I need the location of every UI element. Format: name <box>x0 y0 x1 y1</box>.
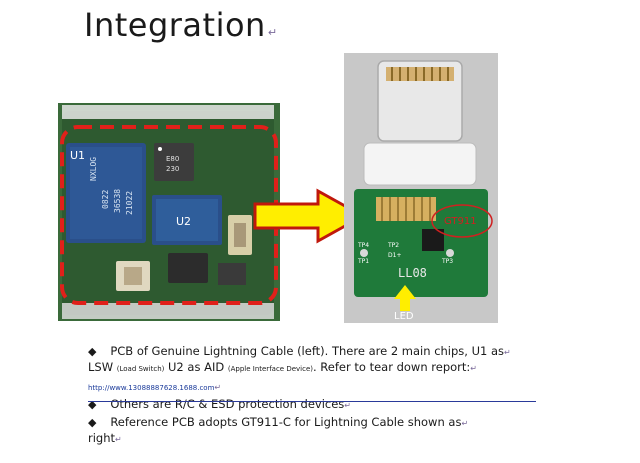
arrow-right-icon <box>253 188 366 244</box>
bullet-1-continued: LSW (Load Switch) U2 as AID (Apple Inter… <box>88 360 477 374</box>
chip-marking-1: E80 <box>166 155 179 163</box>
pad-label-d1: D1+ <box>388 252 401 259</box>
genuine-pcb-photo: U1 NXLOG 0822 36538 21022 E80 230 U2 <box>58 103 280 321</box>
chip-u1-label: U1 <box>70 149 85 162</box>
svg-text:21022: 21022 <box>125 191 134 215</box>
chip-u2-label: U2 <box>176 215 191 228</box>
led-label: LED <box>394 311 414 322</box>
reference-pcb-photo: GT911 TP4 TP2 D1+ TP1 TP3 LL08 LED <box>344 53 498 323</box>
chip-marking-2: 230 <box>166 165 179 173</box>
title-text: Integration <box>84 6 266 44</box>
diamond-bullet-icon: ◆ <box>88 398 97 411</box>
return-mark: ↵ <box>267 26 278 39</box>
bullet-2: ◆ Others are R/C & ESD protection device… <box>88 397 351 411</box>
svg-text:NXLOG: NXLOG <box>89 157 98 181</box>
page-title: Integration↵ <box>84 6 278 44</box>
svg-text:36538: 36538 <box>113 189 122 213</box>
pad-label-tp2: TP2 <box>387 242 399 249</box>
diamond-bullet-icon: ◆ <box>88 416 97 429</box>
diamond-bullet-icon: ◆ <box>88 345 97 358</box>
gt911-callout: GT911 <box>444 216 477 227</box>
svg-text:0822: 0822 <box>101 190 110 209</box>
bullet-3-continued: right↵ <box>88 431 122 445</box>
chip-area-outline <box>60 125 278 305</box>
led-pointer-icon <box>394 285 416 311</box>
bullet-1: ◆ PCB of Genuine Lightning Cable (left).… <box>88 344 511 358</box>
bullet-3: ◆ Reference PCB adopts GT911-C for Light… <box>88 415 469 429</box>
horizontal-rule <box>88 401 536 402</box>
pad-label-tp3: TP3 <box>441 258 453 265</box>
pad-label-tp1: TP1 <box>357 258 369 265</box>
board-marking: LL08 <box>398 266 427 280</box>
report-url-link[interactable]: http://www.13088887628.1688.com↵ <box>88 383 222 392</box>
pad-label-tp4: TP4 <box>357 242 369 249</box>
